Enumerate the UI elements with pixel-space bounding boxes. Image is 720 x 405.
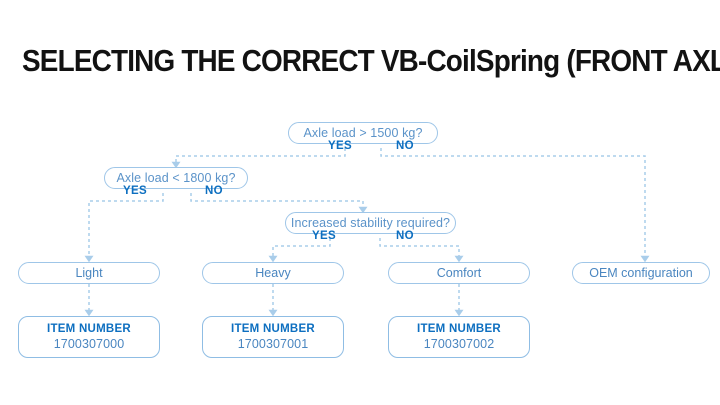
decision-label: Axle load > 1500 kg? [303, 126, 423, 140]
branch-label-q3-no: NO [396, 230, 414, 242]
item-number-label: ITEM NUMBER [417, 323, 501, 335]
wire-q3-no [379, 238, 464, 263]
result-node-heavy[interactable]: Heavy [202, 262, 344, 284]
result-label: Light [75, 266, 103, 280]
branch-label-q1-no: NO [396, 140, 414, 152]
result-node-light[interactable]: Light [18, 262, 160, 284]
decision-node-increased-stability[interactable]: Increased stability required? [285, 212, 456, 234]
item-number-value: 1700307000 [53, 337, 125, 351]
decision-node-axle-load-1500[interactable]: Axle load > 1500 kg? [288, 122, 438, 144]
result-label: Heavy [255, 266, 291, 280]
wire-q1-no [380, 148, 650, 263]
wire-q3-yes [268, 238, 331, 263]
item-number-label: ITEM NUMBER [231, 323, 315, 335]
branch-label-q2-no: NO [205, 185, 223, 197]
item-number-value: 1700307002 [423, 337, 495, 351]
branch-label-q3-yes: YES [312, 230, 336, 242]
result-label: OEM configuration [589, 266, 693, 280]
decision-label: Axle load < 1800 kg? [116, 171, 236, 185]
item-number-value: 1700307001 [237, 337, 309, 351]
result-node-comfort[interactable]: Comfort [388, 262, 530, 284]
branch-label-q2-yes: YES [123, 185, 147, 197]
wire-q2-yes [84, 193, 164, 263]
branch-label-q1-yes: YES [328, 140, 352, 152]
item-number-card-light[interactable]: ITEM NUMBER 1700307000 [18, 316, 160, 358]
result-node-oem-configuration[interactable]: OEM configuration [572, 262, 710, 284]
decision-label: Increased stability required? [290, 216, 451, 230]
item-number-card-comfort[interactable]: ITEM NUMBER 1700307002 [388, 316, 530, 358]
decision-node-axle-load-1800[interactable]: Axle load < 1800 kg? [104, 167, 248, 189]
result-label: Comfort [436, 266, 482, 280]
item-number-label: ITEM NUMBER [47, 323, 131, 335]
page-title: SELECTING THE CORRECT VB-CoilSpring (FRO… [22, 43, 720, 78]
item-number-card-heavy[interactable]: ITEM NUMBER 1700307001 [202, 316, 344, 358]
wire-q1-yes [171, 148, 346, 169]
